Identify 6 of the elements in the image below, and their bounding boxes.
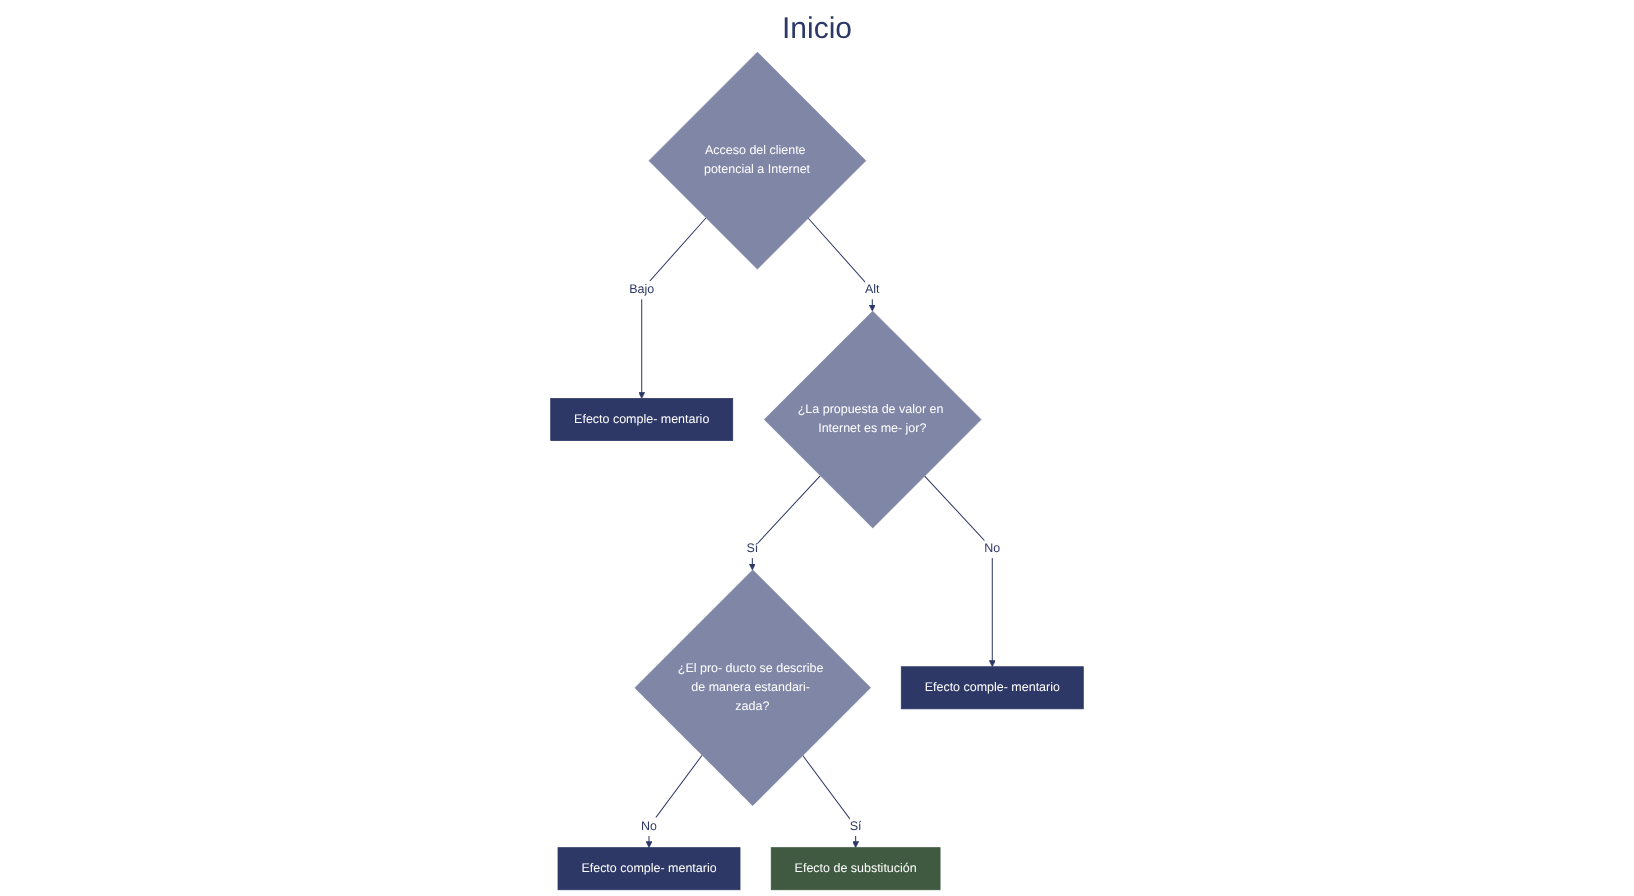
arrow <box>807 217 876 312</box>
start-label: Inicio <box>781 12 853 46</box>
arrow <box>638 217 707 399</box>
arrow <box>748 475 821 571</box>
arrow <box>645 754 703 848</box>
arrow <box>923 475 996 668</box>
